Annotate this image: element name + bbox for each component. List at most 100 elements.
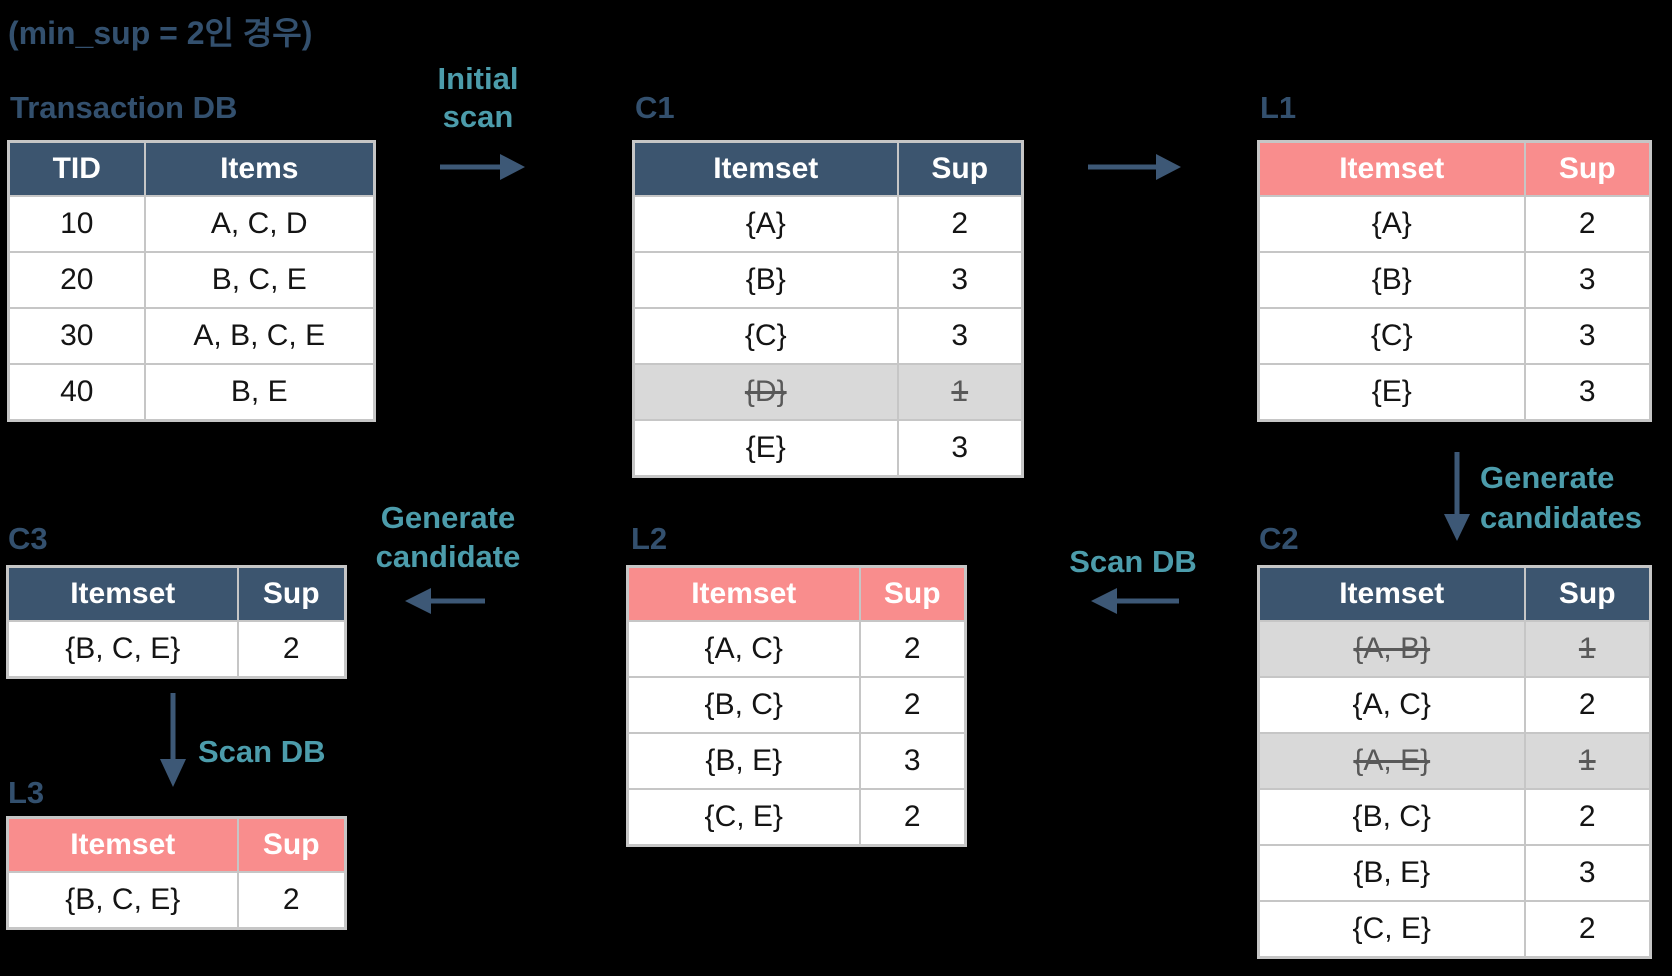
table-row: {A}2 xyxy=(1257,195,1652,253)
table-row: {B, C, E}2 xyxy=(6,871,347,930)
table-row: {B, C}2 xyxy=(626,676,967,734)
table-row: {B, C}2 xyxy=(1257,788,1652,846)
table-cell: {D} xyxy=(632,363,899,421)
arrow-right-icon xyxy=(440,154,525,180)
table-cell: B, C, E xyxy=(143,251,376,309)
table-row: {A, C}2 xyxy=(1257,676,1652,734)
table-cell: 2 xyxy=(896,195,1024,253)
table-cell: 3 xyxy=(1523,307,1652,365)
table-row: {A, C}2 xyxy=(626,620,967,678)
table-row: {C, E}2 xyxy=(626,788,967,847)
transaction-db-label: Transaction DB xyxy=(10,90,238,125)
c3-label: C3 xyxy=(8,521,48,556)
table-row: {B, E}3 xyxy=(626,732,967,790)
table-cell: {A} xyxy=(632,195,899,253)
table-cell: 3 xyxy=(1523,363,1652,422)
generate-candidate-annotation: Generate candidate xyxy=(368,498,528,576)
table-row: {C, E}2 xyxy=(1257,900,1652,959)
column-header: Itemset xyxy=(6,565,239,622)
column-header: Sup xyxy=(1523,565,1652,622)
table-cell: {B} xyxy=(1257,251,1526,309)
table-cell: 2 xyxy=(1523,195,1652,253)
c1-label: C1 xyxy=(635,90,675,125)
generate-candidates-line2: candidates xyxy=(1480,500,1642,535)
table-cell: {C, E} xyxy=(626,788,861,847)
generate-candidate-line1: Generate xyxy=(380,500,516,535)
column-header: Itemset xyxy=(632,140,899,197)
table-cell: 3 xyxy=(896,419,1024,478)
table-cell: 3 xyxy=(1523,251,1652,309)
table-cell: 3 xyxy=(858,732,967,790)
l2-label: L2 xyxy=(631,521,668,556)
table-cell: 2 xyxy=(858,676,967,734)
table-row-pruned: {A, B}1 xyxy=(1257,620,1652,678)
table-cell: 3 xyxy=(896,307,1024,365)
table-cell: {B, C} xyxy=(1257,788,1526,846)
table-cell: {B, C} xyxy=(626,676,861,734)
table-cell: 10 xyxy=(7,195,146,253)
column-header: Sup xyxy=(236,816,347,873)
table-cell: B, E xyxy=(143,363,376,422)
table-cell: {B} xyxy=(632,251,899,309)
table-cell: 1 xyxy=(1523,620,1652,678)
column-header: Sup xyxy=(236,565,347,622)
table-cell: 30 xyxy=(7,307,146,365)
table-row: {E}3 xyxy=(632,419,1024,478)
table-cell: {B, E} xyxy=(626,732,861,790)
table-cell: {E} xyxy=(1257,363,1526,422)
table-cell: {A, C} xyxy=(1257,676,1526,734)
column-header: Itemset xyxy=(626,565,861,622)
table-cell: {A, B} xyxy=(1257,620,1526,678)
table-row: {B}3 xyxy=(632,251,1024,309)
table-cell: 2 xyxy=(858,788,967,847)
column-header: Sup xyxy=(1523,140,1652,197)
table-cell: {B, E} xyxy=(1257,844,1526,902)
column-header: Sup xyxy=(858,565,967,622)
table-cell: {C, E} xyxy=(1257,900,1526,959)
table-row: {B, C, E}2 xyxy=(6,620,347,679)
column-header: Itemset xyxy=(6,816,239,873)
table-cell: {E} xyxy=(632,419,899,478)
initial-scan-line2: scan xyxy=(442,99,514,134)
table-cell: 2 xyxy=(1523,900,1652,959)
column-header: Items xyxy=(143,140,376,197)
table-cell: 20 xyxy=(7,251,146,309)
table-cell: 1 xyxy=(1523,732,1652,790)
arrow-left-icon xyxy=(1091,588,1179,614)
table-row: {C}3 xyxy=(632,307,1024,365)
table-row: {B, E}3 xyxy=(1257,844,1652,902)
table-cell: {A} xyxy=(1257,195,1526,253)
table-cell: 2 xyxy=(236,620,347,679)
table-row: {E}3 xyxy=(1257,363,1652,422)
column-header: Itemset xyxy=(1257,140,1526,197)
column-header: Sup xyxy=(896,140,1024,197)
arrow-right-icon xyxy=(1088,154,1181,180)
table-cell: {C} xyxy=(1257,307,1526,365)
column-header: Itemset xyxy=(1257,565,1526,622)
table-row-pruned: {D}1 xyxy=(632,363,1024,421)
table-cell: A, C, D xyxy=(143,195,376,253)
table-cell: {A, E} xyxy=(1257,732,1526,790)
table-cell: {B, C, E} xyxy=(6,871,239,930)
scan-db-annotation: Scan DB xyxy=(1069,544,1197,579)
initial-scan-annotation: Initial scan xyxy=(408,60,548,136)
arrow-down-icon xyxy=(160,693,186,787)
c2-label: C2 xyxy=(1259,521,1299,556)
initial-scan-line1: Initial xyxy=(437,61,519,96)
table-cell: A, B, C, E xyxy=(143,307,376,365)
scan-db-annotation: Scan DB xyxy=(198,734,326,769)
table-cell: 40 xyxy=(7,363,146,422)
